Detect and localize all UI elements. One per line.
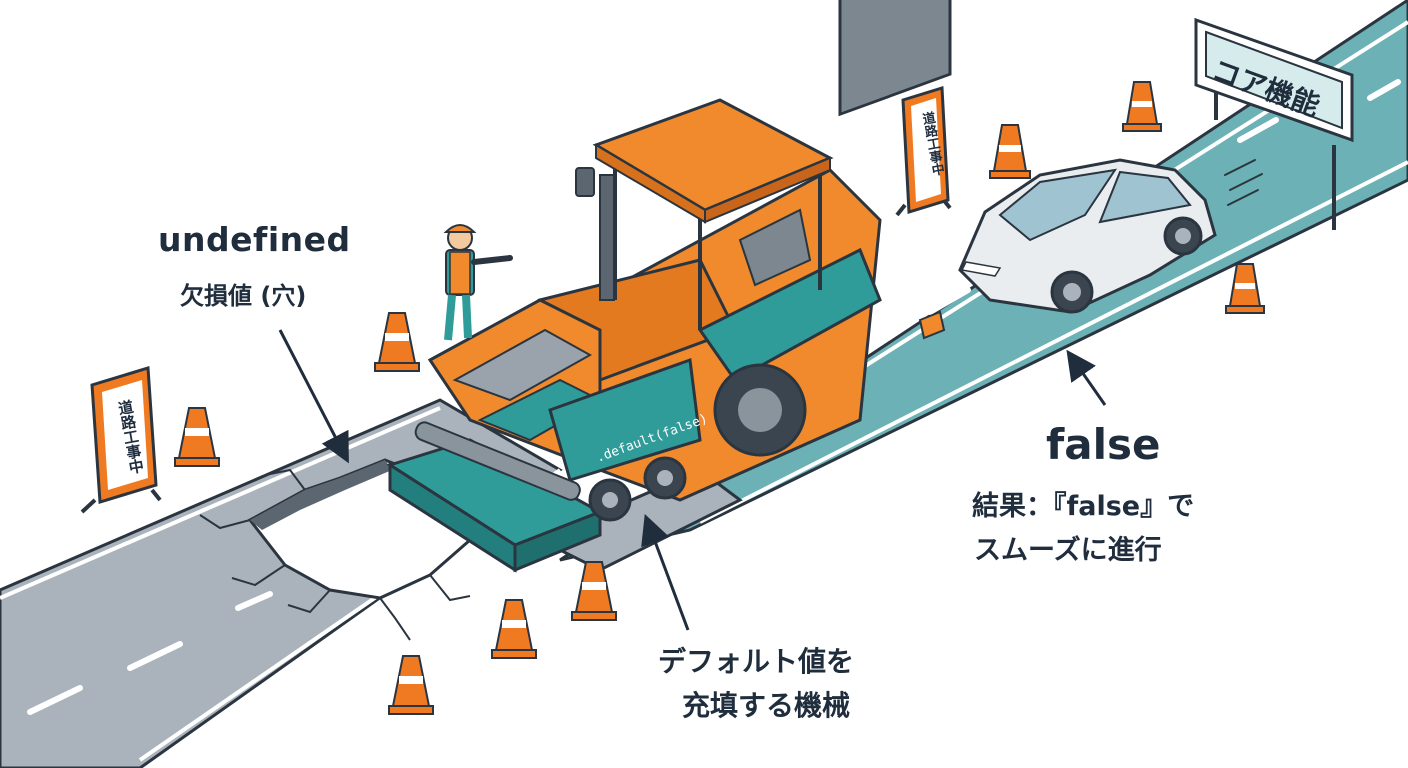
result-label-line1: 結果：『false』で xyxy=(972,484,1194,523)
missing-value-label: 欠損値 (穴) xyxy=(180,276,306,311)
construction-sign-right xyxy=(897,88,950,215)
false-label: false xyxy=(1046,420,1161,469)
machine-label-line2: 充填する機械 xyxy=(682,684,850,724)
result-label-line2: スムーズに進行 xyxy=(974,528,1162,567)
undefined-label: undefined xyxy=(158,220,351,259)
machine-label-line1: デフォルト値を xyxy=(658,640,854,680)
